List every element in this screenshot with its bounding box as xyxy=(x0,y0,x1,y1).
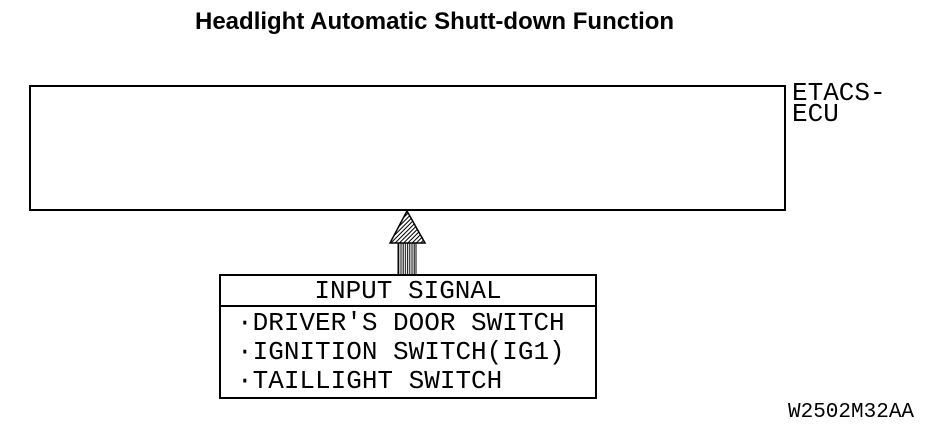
etacs-ecu-label: ETACS- ECU xyxy=(792,78,886,129)
page-title: Headlight Automatic Shutt-down Function xyxy=(195,8,675,35)
input-signal-item: ·IGNITION SWITCH(IG1) xyxy=(237,338,595,367)
arrow-head xyxy=(388,210,427,244)
bullet-icon: · xyxy=(237,337,253,367)
input-signal-item: ·TAILLIGHT SWITCH xyxy=(237,367,595,396)
input-signal-list: ·DRIVER'S DOOR SWITCH ·IGNITION SWITCH(I… xyxy=(221,307,595,396)
arrow-shaft xyxy=(397,241,417,275)
etacs-ecu-block xyxy=(29,85,786,211)
input-signal-item-label: TAILLIGHT SWITCH xyxy=(252,366,503,396)
etacs-ecu-label-line2: ECU xyxy=(792,99,839,129)
bullet-icon: · xyxy=(237,366,253,396)
bullet-icon: · xyxy=(237,308,253,338)
input-signal-item-label: DRIVER'S DOOR SWITCH xyxy=(252,308,565,338)
input-signal-item-label: IGNITION SWITCH(IG1) xyxy=(252,337,565,367)
etacs-ecu-label-line1: ETACS- xyxy=(792,78,886,108)
input-signal-header: INPUT SIGNAL xyxy=(221,276,595,307)
input-signal-box: INPUT SIGNAL ·DRIVER'S DOOR SWITCH ·IGNI… xyxy=(219,274,597,399)
up-arrow-icon xyxy=(388,210,427,275)
input-signal-item: ·DRIVER'S DOOR SWITCH xyxy=(237,309,595,338)
figure-code: W2502M32AA xyxy=(788,401,915,424)
